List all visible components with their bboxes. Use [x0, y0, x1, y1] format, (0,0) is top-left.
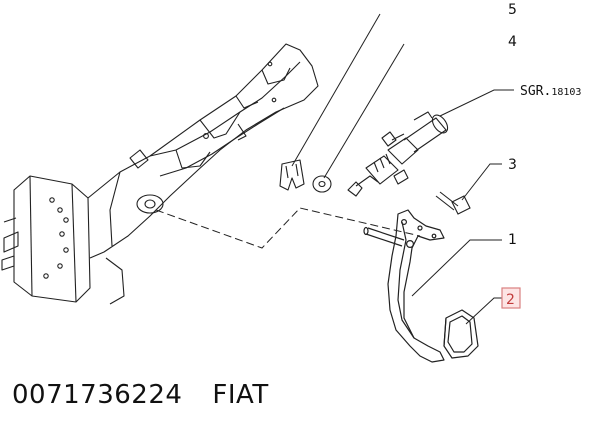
- callout-1[interactable]: 1: [508, 232, 517, 248]
- leader-5: [291, 13, 381, 167]
- sgr-code: 18103: [551, 87, 581, 98]
- part-caption: 0071736224 FIAT: [12, 380, 269, 410]
- pedal-pad-rubber: [443, 309, 479, 359]
- leader-3: [461, 163, 502, 201]
- pedal-bracket-assembly: [1, 43, 319, 305]
- callout-2-highlight[interactable]: 2: [501, 287, 521, 309]
- leader-1: [411, 239, 502, 297]
- pivot-hub: [136, 194, 164, 214]
- clutch-master-cylinder: [347, 111, 449, 197]
- callout-3[interactable]: 3: [508, 157, 517, 173]
- sgr-prefix: SGR.: [520, 84, 551, 99]
- clutch-pedal-arm: [363, 209, 445, 363]
- callout-4[interactable]: 4: [508, 34, 517, 50]
- assembly-leader: [155, 207, 421, 249]
- leader-lines: [291, 13, 514, 325]
- sgr-reference[interactable]: SGR.18103: [520, 84, 581, 99]
- clevis-pin: [435, 191, 471, 215]
- bracket-beam: [87, 43, 319, 259]
- callout-5[interactable]: 5: [508, 2, 517, 18]
- leader-sgr: [439, 89, 514, 117]
- leader-4: [323, 43, 405, 179]
- callout-2[interactable]: 2: [506, 292, 515, 308]
- retaining-clip: [279, 159, 305, 191]
- leader-2: [465, 297, 506, 325]
- part-number: 0071736224: [12, 380, 183, 410]
- mounting-studs: [1, 197, 69, 279]
- washer: [312, 175, 332, 193]
- brand-name: FIAT: [212, 380, 269, 410]
- mounting-block: [13, 175, 91, 303]
